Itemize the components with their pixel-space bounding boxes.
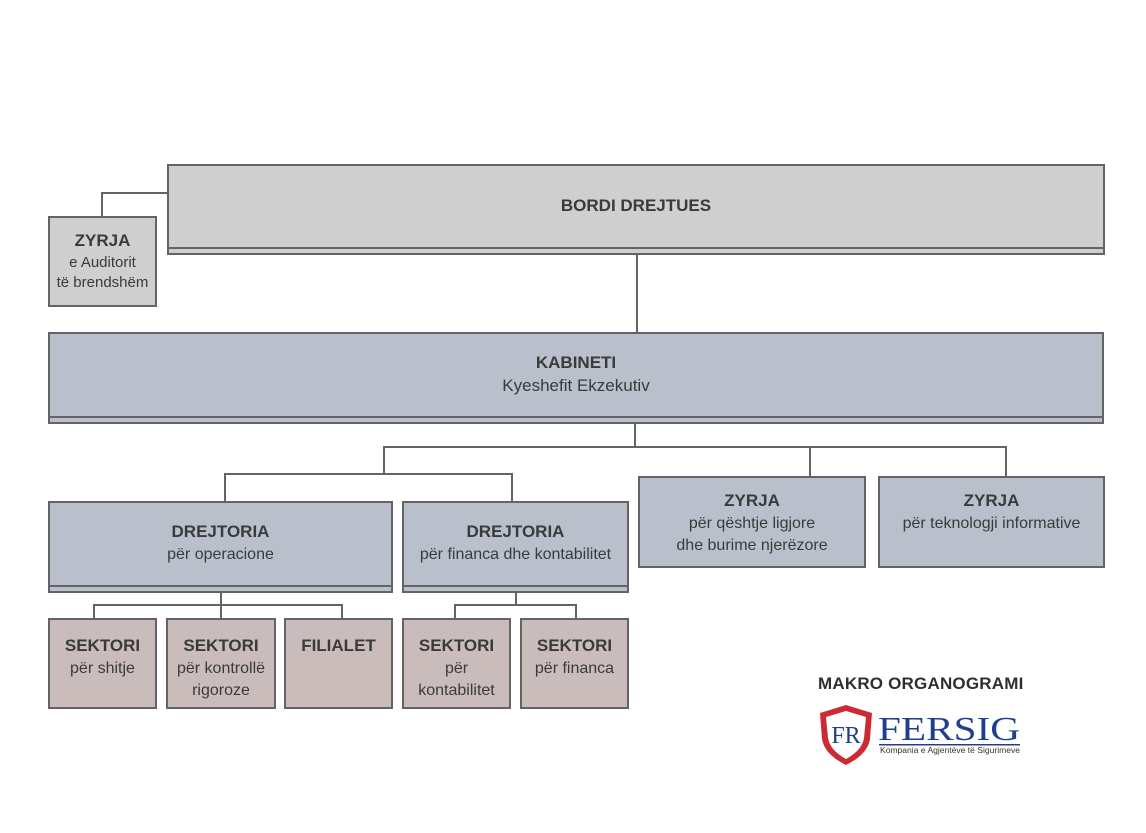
office-it-line1: për teknologji informative xyxy=(902,514,1081,532)
sector-accounting-title: SEKTORI xyxy=(418,636,495,655)
office-legal-hr-line1: për qështje ligjore xyxy=(688,514,816,532)
directorate-finance-subtitle: për financa dhe kontabilitet xyxy=(419,545,612,563)
connector-bus-it-office xyxy=(1005,446,1007,478)
connector-operations-down xyxy=(220,591,222,606)
sector-sales-box: SEKTORI për shitje xyxy=(48,618,157,709)
sector-control-line2: rigoroze xyxy=(192,681,250,699)
connector-branches xyxy=(341,604,343,620)
connector-cabinet-down xyxy=(634,423,636,448)
sector-finance-line1: për financa xyxy=(534,659,615,677)
office-legal-hr-title: ZYRJA xyxy=(724,491,780,510)
directorate-operations-box: DREJTORIA për operacione xyxy=(48,501,393,593)
connector-directorate-operations xyxy=(224,473,226,503)
office-legal-hr-box: ZYRJA për qështje ligjore dhe burime nje… xyxy=(638,476,866,568)
branches-box: FILIALET xyxy=(284,618,393,709)
office-it-box: ZYRJA për teknologji informative xyxy=(878,476,1105,568)
logo-tagline: Kompania e Agjentëve të Sigurimeve xyxy=(880,746,1021,755)
office-it-title: ZYRJA xyxy=(963,491,1020,510)
cabinet-subtitle: Kyeshefit Ekzekutiv xyxy=(502,376,650,395)
connector-audit-drop xyxy=(101,192,103,218)
directorate-finance-box: DREJTORIA për financa dhe kontabilitet xyxy=(402,501,629,593)
diagram-caption: MAKRO ORGANOGRAMI xyxy=(818,674,1024,693)
connector-finance-down xyxy=(515,591,517,606)
audit-office-line2: të brendshëm xyxy=(56,273,149,291)
sector-accounting-line1: për xyxy=(444,659,469,677)
sector-sales-line1: për shitje xyxy=(70,659,135,677)
logo-name: FERSIG xyxy=(878,711,1020,748)
audit-office-box: ZYRJA e Auditorit të brendshëm xyxy=(48,216,157,307)
sector-finance-title: SEKTORI xyxy=(536,636,613,655)
connector-sector-sales xyxy=(93,604,95,620)
sector-control-box: SEKTORI për kontrollë rigoroze xyxy=(166,618,276,709)
connector-sector-finance xyxy=(575,604,577,620)
connector-finance-bus xyxy=(454,604,577,606)
connector-audit-board xyxy=(102,192,170,194)
sector-control-line1: për kontrollë xyxy=(176,659,266,677)
directorate-operations-subtitle: për operacione xyxy=(167,545,274,563)
sector-accounting-box: SEKTORI për kontabilitet xyxy=(402,618,511,709)
connector-directorate-finance xyxy=(511,473,513,503)
directorate-operations-title: DREJTORIA xyxy=(171,522,270,541)
connector-cabinet-bus xyxy=(383,446,1007,448)
shield-icon: FR FERSIG Kompania e Agjentëve të Siguri… xyxy=(820,705,1021,765)
logo-mark: FR xyxy=(831,723,860,749)
sector-sales-title: SEKTORI xyxy=(64,636,141,655)
board-title: BORDI DREJTUES xyxy=(560,196,712,216)
audit-office-title: ZYRJA xyxy=(74,230,131,250)
audit-office-line1: e Auditorit xyxy=(69,253,136,271)
connector-sector-control xyxy=(220,604,222,620)
connector-operations-bus xyxy=(93,604,343,606)
board-box: BORDI DREJTUES xyxy=(167,164,1105,255)
connector-bus-legal-office xyxy=(809,446,811,478)
connector-board-cabinet xyxy=(636,254,638,334)
sector-accounting-line2: kontabilitet xyxy=(418,681,495,699)
connector-sector-accounting xyxy=(454,604,456,620)
cabinet-box: KABINETI Kyeshefit Ekzekutiv xyxy=(48,332,1104,424)
office-legal-hr-line2: dhe burime njerëzore xyxy=(676,536,828,554)
cabinet-title: KABINETI xyxy=(535,353,617,373)
directorate-finance-title: DREJTORIA xyxy=(466,522,565,541)
branches-title: FILIALET xyxy=(301,636,376,655)
connector-bus-directorates xyxy=(383,446,385,475)
fersig-logo: FR FERSIG Kompania e Agjentëve të Siguri… xyxy=(818,703,1033,767)
sector-finance-box: SEKTORI për financa xyxy=(520,618,629,709)
sector-control-title: SEKTORI xyxy=(183,636,259,655)
connector-directorates-bus xyxy=(224,473,513,475)
